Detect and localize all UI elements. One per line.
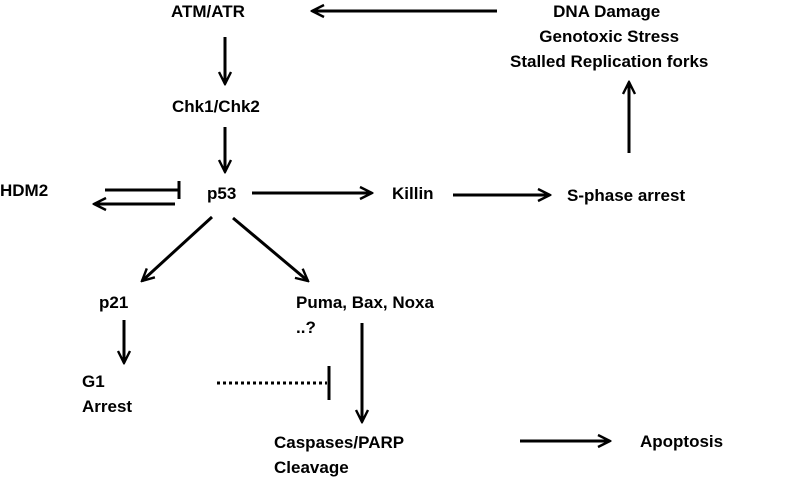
node-killin: Killin [392, 181, 434, 206]
node-puma-bax-noxa: Puma, Bax, Noxa ..? [296, 290, 434, 340]
node-p21: p21 [99, 290, 128, 315]
node-atm-atr: ATM/ATR [171, 0, 245, 24]
node-dna-damage-line-3: Stalled Replication forks [510, 52, 709, 71]
node-chk1-chk2: Chk1/Chk2 [172, 94, 260, 119]
node-dna-damage-line-2: Genotoxic Stress [539, 27, 680, 46]
node-apoptosis: Apoptosis [640, 429, 723, 454]
node-p53: p53 [207, 181, 236, 206]
node-caspases-parp: Caspases/PARP Cleavage [274, 430, 404, 480]
node-g1-line-2: Arrest [82, 397, 133, 416]
node-puma-line-1: Puma, Bax, Noxa [296, 293, 434, 312]
node-p53-label: p53 [207, 184, 237, 203]
node-caspases-line-1: Caspases/PARP [274, 433, 405, 452]
arrow-p53-to-puma [232, 216, 308, 281]
node-apoptosis-label: Apoptosis [640, 432, 724, 451]
node-hdm2-label: HDM2 [0, 181, 49, 200]
node-g1-line-1: G1 [82, 372, 105, 391]
node-g1-arrest: G1 Arrest [82, 369, 132, 419]
node-dna-damage: DNA Damage Genotoxic Stress Stalled Repl… [510, 0, 708, 74]
node-caspases-line-2: Cleavage [274, 458, 349, 477]
arrow-p53-to-p21 [142, 215, 214, 281]
node-chk1-chk2-label: Chk1/Chk2 [172, 97, 260, 116]
node-atm-atr-label: ATM/ATR [171, 2, 245, 21]
node-dna-damage-line-1: DNA Damage [553, 2, 661, 21]
node-s-phase-arrest-label: S-phase arrest [567, 186, 686, 205]
node-puma-line-2: ..? [296, 318, 316, 337]
node-p21-label: p21 [99, 293, 129, 312]
node-killin-label: Killin [392, 184, 434, 203]
node-hdm2: HDM2 [0, 178, 48, 203]
node-s-phase-arrest: S-phase arrest [567, 183, 685, 208]
